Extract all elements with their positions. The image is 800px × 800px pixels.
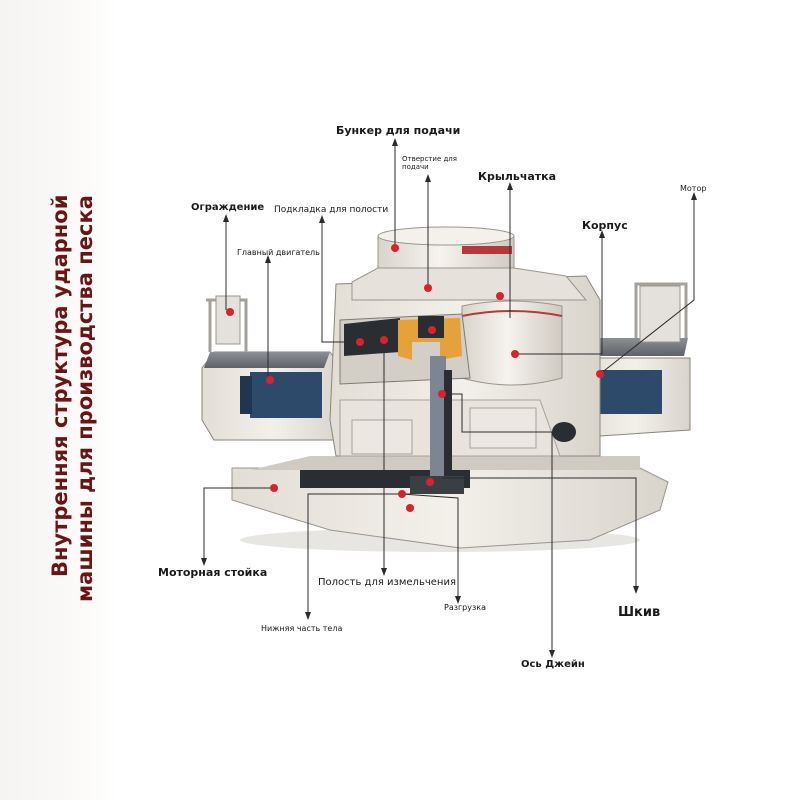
marker-motor-stand: [270, 484, 278, 492]
left-lower-box: [351, 419, 413, 455]
leader-discharge: [401, 493, 459, 600]
rotor-cylinder: [461, 300, 563, 386]
label-crushing-cavity: Полость для измельчения: [318, 577, 456, 588]
leader-lower-body: [307, 493, 410, 616]
marker-impeller: [496, 292, 504, 300]
leader-motor-stand: [203, 487, 274, 562]
right-guard-panel: [639, 285, 681, 343]
leader-cavity-liner: [321, 219, 360, 343]
arrow-spindle: [549, 650, 555, 658]
label-housing: Корпус: [582, 219, 628, 232]
cavity-liner-dark: [344, 318, 400, 356]
arrow-crushing-cavity: [381, 568, 387, 576]
label-lower-body: Нижняя часть тела: [261, 624, 343, 633]
arrow-feed-opening: [425, 174, 431, 182]
right-lower-box: [469, 407, 537, 449]
marker-shaft: [438, 390, 446, 398]
left-background-strip: [0, 0, 118, 800]
marker-crushing-cavity: [380, 336, 388, 344]
impeller-orange: [398, 318, 462, 360]
label-impeller: Крыльчатка: [478, 170, 557, 183]
arrow-motor-stand: [201, 558, 207, 566]
marker-lower-body: [406, 504, 414, 512]
left-platform-top: [204, 352, 330, 368]
arrow-motor: [691, 192, 697, 200]
marker-feed-opening: [424, 284, 432, 292]
arrow-impeller: [507, 182, 513, 190]
left-motor-body: [250, 372, 322, 418]
label-pulley: Шкив: [618, 605, 661, 620]
label-motor: Мотор: [680, 184, 707, 193]
marker-main-motor: [266, 376, 274, 384]
arrow-guard: [223, 214, 229, 222]
rotor-cylinder-stripe: [461, 310, 563, 317]
label-feed-hopper: Бункер для подачи: [336, 124, 461, 137]
arrow-lower-body: [305, 612, 311, 620]
arrow-pulley: [633, 586, 639, 594]
marker-impeller-core: [428, 326, 436, 334]
label-discharge: Разгрузка: [444, 603, 486, 612]
label-cavity-liner: Подкладка для полости: [274, 205, 389, 215]
arrow-discharge: [455, 596, 461, 604]
marker-spindle: [426, 478, 434, 486]
label-spindle: Ось Джейн: [521, 659, 585, 670]
right-motor-body: [596, 370, 662, 414]
arrow-feed-hopper: [392, 138, 398, 146]
upper-shoulder: [351, 267, 588, 301]
label-guard: Ограждение: [191, 202, 265, 213]
hopper-top: [377, 226, 515, 246]
shaft-bearing-base: [410, 476, 464, 494]
marker-motor: [596, 370, 604, 378]
right-guard-rail: [634, 282, 688, 338]
marker-housing: [511, 350, 519, 358]
leader-motor: [599, 196, 695, 375]
hopper-red-band: [462, 246, 512, 254]
arrow-cavity-liner: [319, 215, 325, 223]
label-feed-opening: Отверстие для подачи: [402, 155, 457, 171]
left-guard-panel: [215, 295, 241, 345]
marker-discharge: [398, 490, 406, 498]
main-shaft-dark: [444, 370, 452, 480]
main-shaft: [430, 356, 446, 486]
arrow-main-motor: [265, 255, 271, 263]
marker-feed-hopper: [391, 244, 399, 252]
leader-spindle: [442, 393, 553, 654]
leader-housing: [515, 234, 603, 355]
label-motor-stand: Моторная стойка: [158, 566, 268, 579]
leader-pulley: [442, 477, 637, 590]
label-main-motor: Главный двигатель: [237, 248, 320, 257]
arrow-housing: [599, 230, 605, 238]
pulley-wheel: [552, 422, 576, 442]
marker-guard: [226, 308, 234, 316]
marker-cavity-liner: [356, 338, 364, 346]
left-motor-cap: [240, 376, 252, 414]
